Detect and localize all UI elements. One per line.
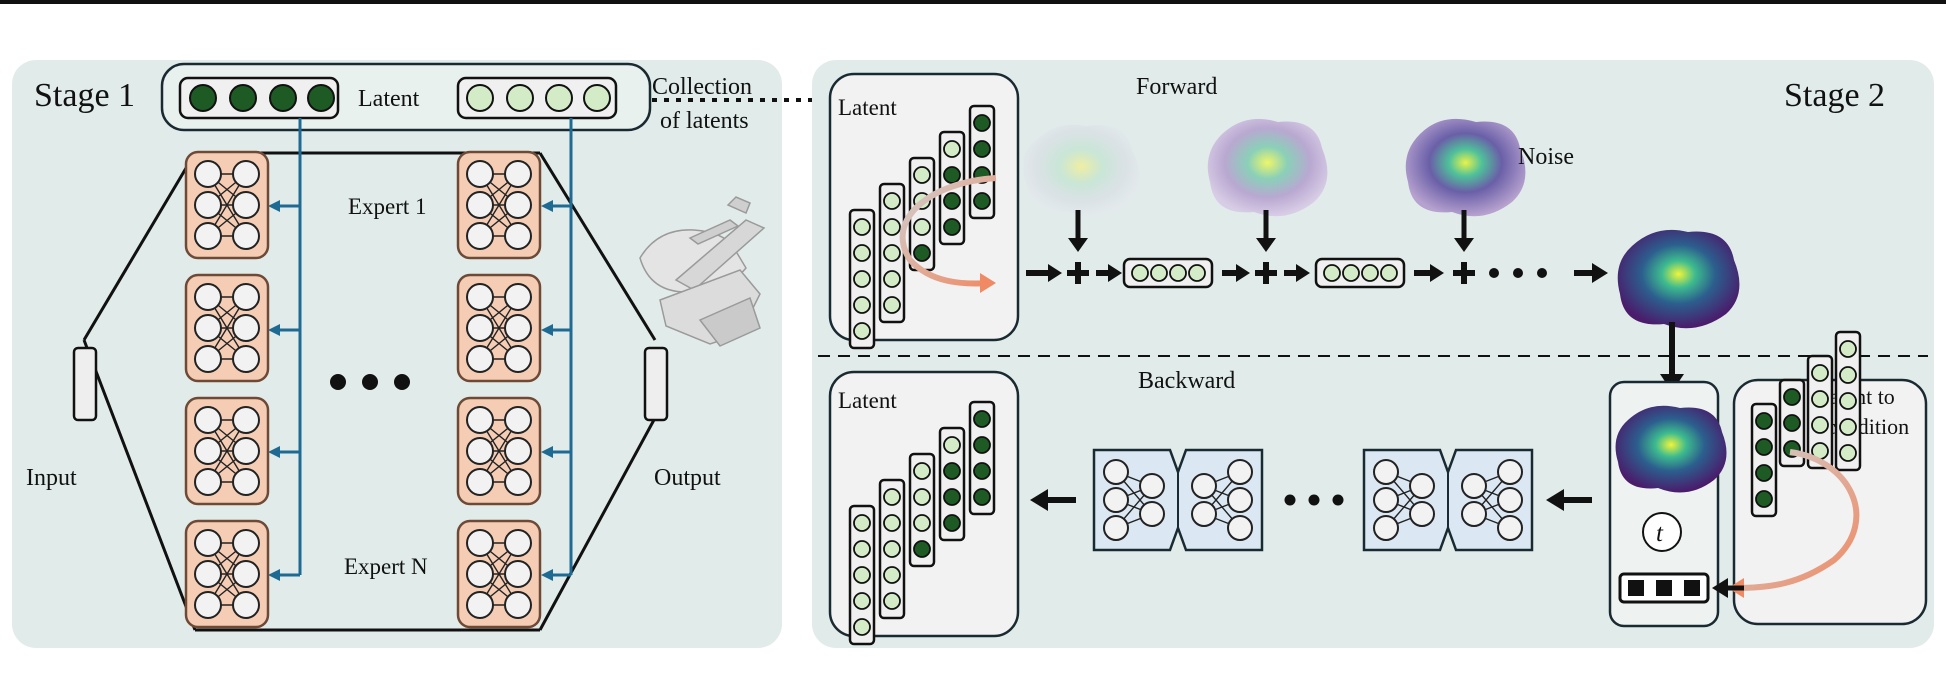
unet-1 [1092, 448, 1264, 552]
collection-label-line2: of latents [660, 108, 749, 134]
expert-right-3 [456, 396, 542, 506]
latent-light-dots [466, 84, 611, 112]
stage1-title: Stage 1 [34, 77, 135, 114]
backward-latent-column-5 [968, 400, 996, 516]
condition-curved-arrow [1735, 449, 1860, 591]
stage2-title: Stage 2 [1784, 77, 1885, 114]
chain-vector-1 [1122, 257, 1214, 289]
clean-sample-blob [1617, 229, 1740, 329]
condition-latent-column-4 [1834, 330, 1862, 472]
condition-latent-column-3 [1806, 354, 1834, 470]
output-node [643, 346, 669, 422]
noise-drop-arrows [1068, 210, 1474, 252]
condition-to-embedding-arrowhead [1712, 578, 1728, 598]
expert-right-4 [456, 519, 542, 629]
expert-left-1 [184, 150, 270, 260]
backward-latent-column-2 [878, 478, 906, 620]
forward-curved-arrowhead [980, 273, 996, 293]
expert-right-2 [456, 273, 542, 383]
expert-left-2 [184, 273, 270, 383]
expert-left-3 [184, 396, 270, 506]
forward-latent-column-1 [848, 208, 876, 350]
stage1-latent-label: Latent [358, 86, 420, 112]
timestep-circle [1642, 512, 1682, 552]
top-rule [0, 0, 1946, 4]
backward-label: Backward [1138, 368, 1235, 394]
forward-latent-label: Latent [838, 95, 897, 120]
routing-arrowheads [268, 200, 553, 581]
experts-ellipsis [330, 374, 410, 390]
expert-right-1 [456, 150, 542, 260]
condition-latent-stack [1750, 330, 1862, 518]
forward-latent-stack [848, 104, 996, 350]
latent-vector-light [456, 76, 618, 120]
forward-label: Forward [1136, 74, 1217, 100]
backward-ellipsis [1284, 494, 1344, 506]
output-label: Output [654, 465, 721, 491]
expert-n-label: Expert N [344, 554, 428, 579]
noise-blob-mid [1207, 118, 1328, 217]
shape-objects-illustration [639, 196, 766, 347]
forward-chain-ellipsis [1489, 268, 1547, 278]
noise-label: Noise [1518, 144, 1574, 170]
condition-latent-column-1 [1750, 402, 1778, 518]
backward-latent-column-1 [848, 504, 876, 646]
unet-2 [1362, 448, 1534, 552]
forward-chain-vectors [1122, 257, 1406, 289]
forward-latent-column-5 [968, 104, 996, 220]
experts-left-column [184, 150, 270, 629]
expert-1-label: Expert 1 [348, 194, 427, 219]
backward-latent-column-4 [938, 426, 966, 542]
backward-arrows [1030, 489, 1592, 511]
collection-label-line1: Collection [652, 74, 752, 100]
noise-blob-faint [1022, 124, 1140, 218]
backward-latent-label: Latent [838, 388, 897, 413]
denoiser-unets [1092, 448, 1534, 552]
backward-latent-column-3 [908, 452, 936, 568]
noise-blob-strong [1405, 118, 1526, 217]
condition-latent-column-2 [1778, 378, 1806, 468]
forward-chain [1026, 262, 1608, 284]
input-node [72, 346, 98, 422]
timestep-symbol: t [1656, 520, 1664, 547]
backward-latent-stack [848, 400, 996, 646]
chain-vector-2 [1314, 257, 1406, 289]
experts-right-column [456, 150, 542, 629]
condition-sample-blob [1615, 405, 1727, 493]
forward-latent-column-2 [878, 182, 906, 324]
latent-dark-dots [189, 84, 335, 112]
input-label: Input [26, 465, 77, 491]
latent-vector-dark [178, 76, 340, 120]
expert-left-4 [184, 519, 270, 629]
forward-curved-arrow [899, 175, 997, 287]
timestep-embedding [1618, 572, 1710, 604]
